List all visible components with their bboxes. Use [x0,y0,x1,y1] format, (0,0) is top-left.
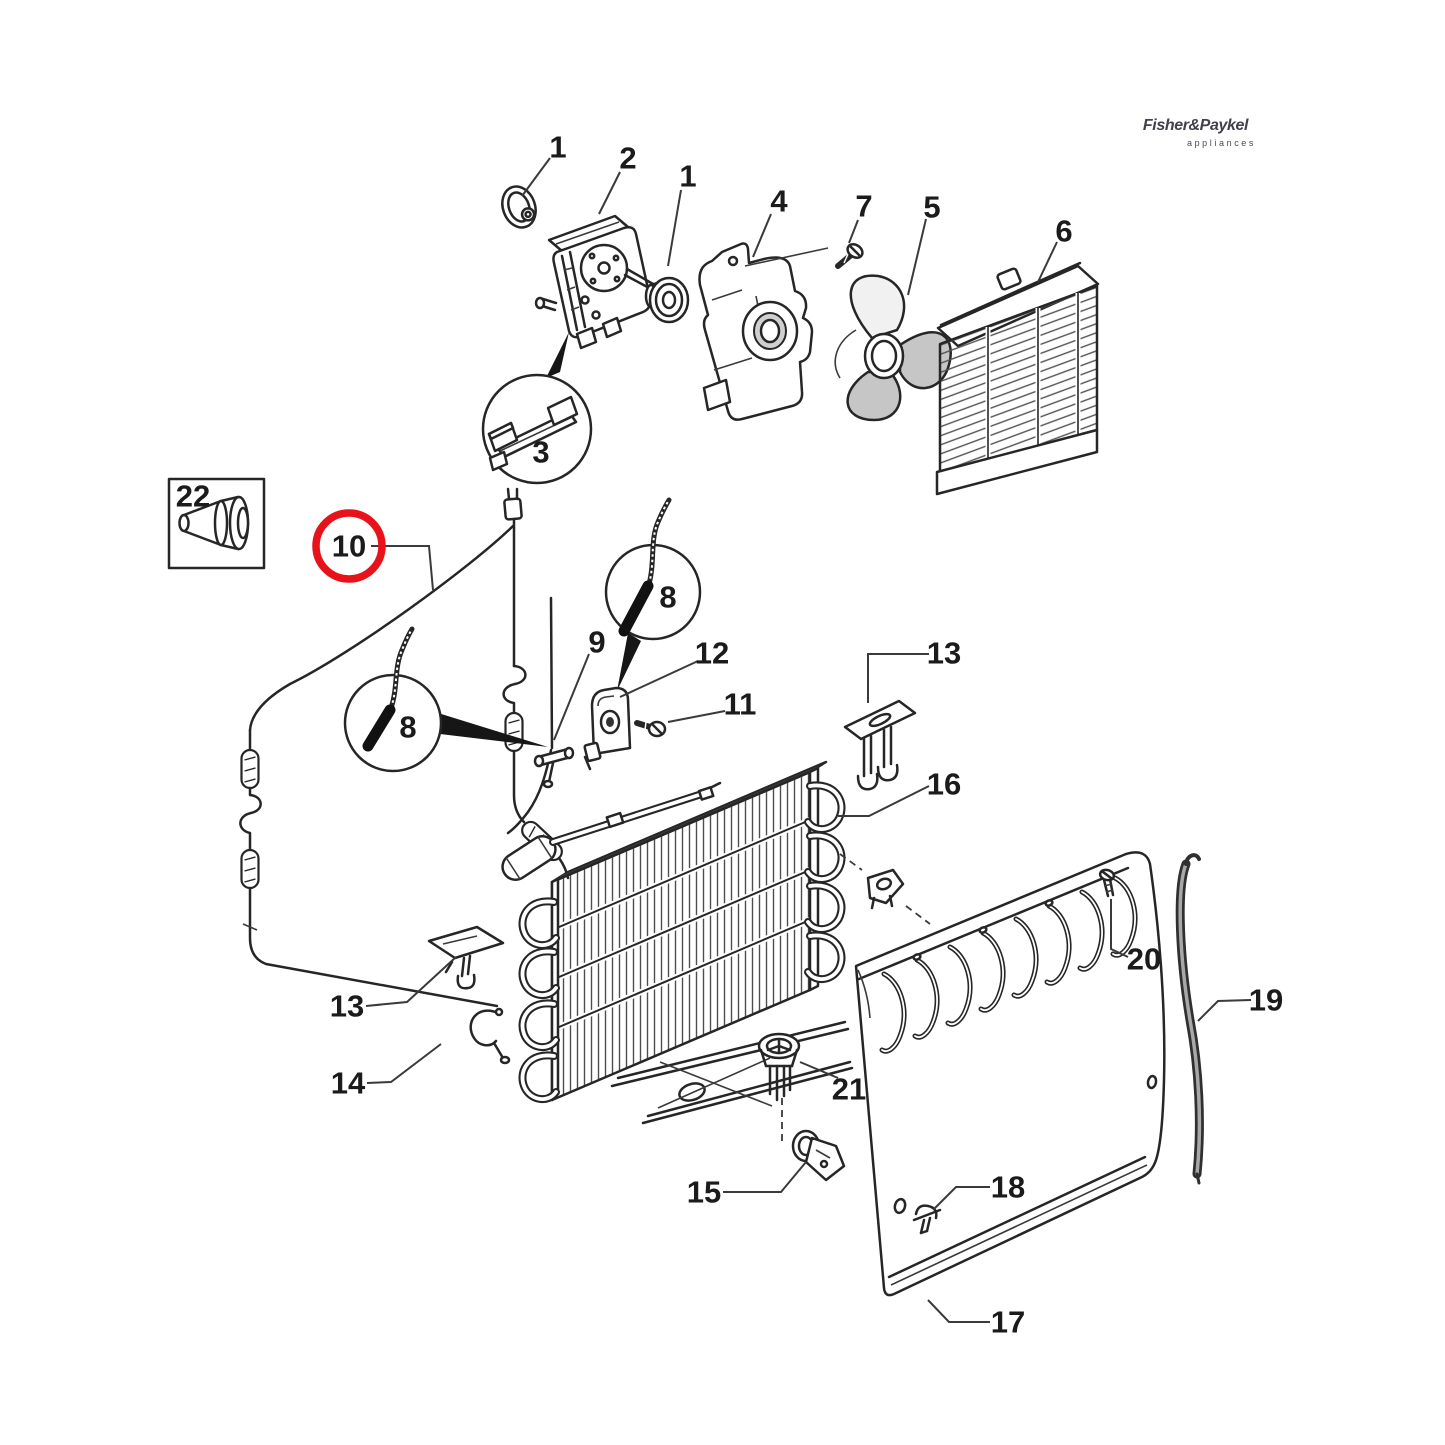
leader-line-4 [752,213,772,258]
part-9-sensor-clip-drawing [506,596,575,835]
leader-line-15 [723,1161,807,1193]
callout-label-9: 9 [588,625,605,660]
leader-line-7 [848,219,859,244]
callout-label-2: 2 [619,141,636,176]
callout-label-3: 3 [532,435,549,470]
part-12-sensor-bracket-drawing [583,686,632,771]
brand-tagline-text: appliances [1187,138,1256,148]
leader-line-5 [907,218,927,296]
drain-tray-edges [610,1020,854,1142]
detail-circle-3 [481,373,593,485]
part-16-evaporator-drawing [501,760,842,1100]
callout-label-1a: 1 [549,130,566,165]
part-16-mounting-clip-drawing [839,853,931,925]
leader-line-13a [867,653,929,703]
callout-label-20: 20 [1127,942,1161,977]
leader-line-1a [521,157,551,197]
callout-label-10: 10 [332,529,366,564]
part-2-fan-motor-drawing [534,214,655,350]
leader-line-13b [365,956,457,1007]
leader-line-18 [933,1186,990,1210]
callout-label-14: 14 [331,1066,366,1101]
brand-logo: Fisher&Paykel appliances [1143,117,1256,148]
callout-label-6: 6 [1055,214,1072,249]
part-15-clip-drawing [791,1129,846,1182]
callout-label-11: 11 [724,687,757,722]
callout-label-13b: 13 [330,989,364,1024]
leader-line-11 [667,710,726,723]
part-20-screw-drawing [1098,868,1116,898]
leader-line-20 [1110,899,1129,958]
evaporator-accumulator [501,781,722,881]
detail-circle-8b [343,626,443,773]
part-1-grommet-drawing [501,185,537,229]
callout-label-18: 18 [991,1170,1025,1205]
detail-pointer-8a [617,633,641,691]
part-7-screw-drawing [744,243,864,269]
leader-line-14 [366,1043,442,1084]
part-11-screw-drawing [634,720,667,738]
callout-label-12: 12 [695,636,729,671]
part-13-bracket-left-drawing [427,925,505,990]
part-22-grommet-drawing [167,477,266,570]
leader-line-21 [799,1061,839,1079]
callout-label-5: 5 [923,190,940,225]
brand-name-text: Fisher&Paykel [1143,117,1249,134]
part-14-wire-clip-drawing [469,1007,511,1065]
callout-label-19: 19 [1249,983,1283,1018]
callout-label-16: 16 [927,767,961,802]
leader-line-10 [371,545,434,591]
leader-line-12 [619,660,699,698]
part-19-edge-trim-drawing [1175,853,1204,1185]
callout-label-1b: 1 [679,159,696,194]
callout-label-22: 22 [176,479,210,514]
leader-line-17 [927,1299,990,1323]
callout-label-13a: 13 [927,636,961,671]
callout-label-7: 7 [855,189,872,224]
part-1-hub-drawing [644,276,690,324]
leader-line-6 [1037,241,1058,283]
callout-label-8a: 8 [659,580,676,615]
callout-label-8b: 8 [399,710,416,745]
leader-line-2 [598,171,621,215]
leader-line-16 [838,785,930,817]
part-18-clip-drawing [912,1204,942,1235]
part-4-fan-shroud-drawing [698,242,814,421]
detail-pointer-8b [438,713,548,747]
callout-label-21: 21 [832,1072,866,1107]
part-21-push-pin-drawing [757,1032,801,1102]
leader-line-1b [667,189,682,267]
part-17-back-panel-drawing [854,851,1166,1297]
callout-label-4: 4 [770,184,788,219]
leader-line-9 [553,653,590,741]
leader-line-19 [1197,999,1252,1022]
detail-circle-8a [604,497,702,641]
part-13-bracket-right-drawing [843,699,917,791]
callout-label-17: 17 [991,1305,1025,1340]
callout-label-15: 15 [687,1175,721,1210]
part-6-evaporator-cover-drawing [935,261,1100,496]
detail-pointer-3 [546,332,569,378]
part-5-fan-blade-drawing [834,274,952,422]
highlight-ring-10 [312,509,386,583]
